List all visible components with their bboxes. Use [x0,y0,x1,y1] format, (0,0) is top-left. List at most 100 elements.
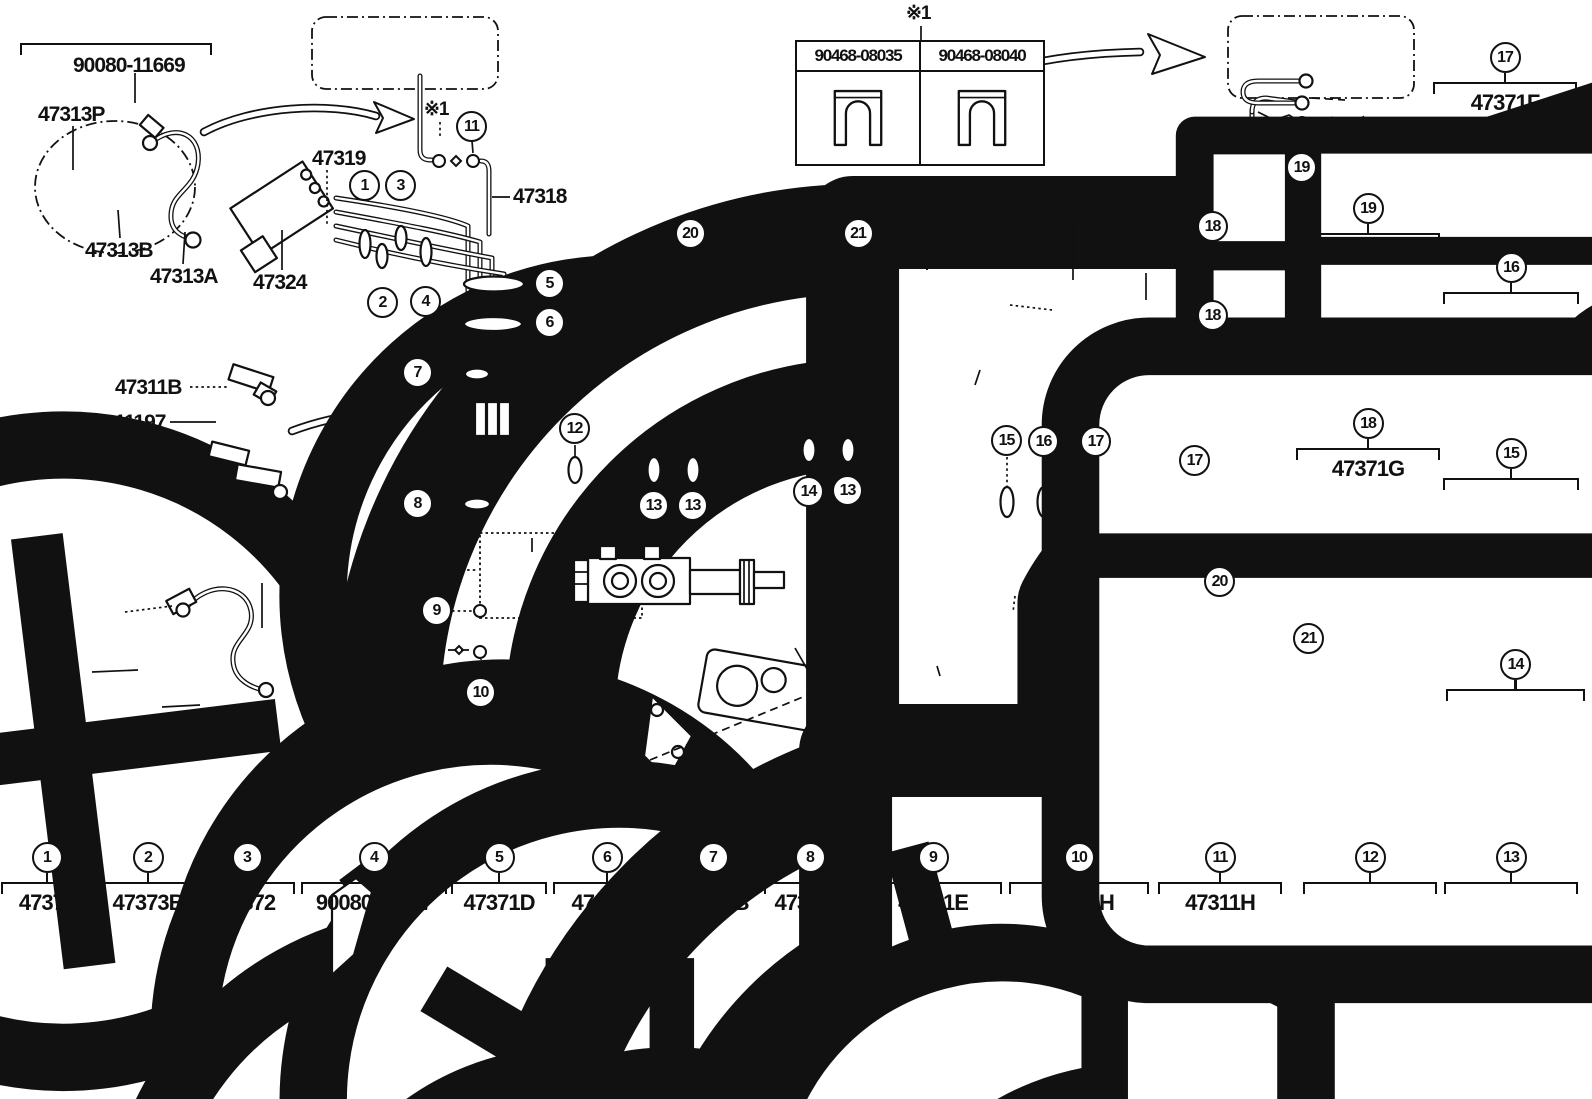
callout: 6 [591,842,623,873]
bracket [1446,689,1585,701]
bracket [1444,882,1578,894]
callout: 11 [1204,842,1236,873]
legend-item-1: 1 47375 [1,842,93,915]
callout-20: 20 [1204,566,1235,597]
panel-47371G-center: 20 47371G [620,218,760,291]
legend-item-7: 7 47374B [668,842,758,915]
part-number: 47371G [1331,456,1405,481]
part-number: 47371A [571,890,643,915]
legend-item-6: 6 47371A [553,842,661,915]
bracket [1303,882,1437,894]
callout: 7 [697,842,729,873]
bracket [668,882,758,894]
group-bracket-front-left [20,43,212,55]
part-number: 47372 [218,890,276,915]
callout-18-a: 18 [1197,211,1228,242]
part-number: 47371G [653,266,727,291]
callout-7: 7 [402,357,433,388]
callout-12: 12 [559,413,590,444]
bracket [788,258,928,270]
callout-tick [1218,873,1222,882]
bracket [1158,882,1282,894]
callout-14: 14 [793,476,824,507]
part-number: 47371E [898,890,969,915]
bracket [451,882,547,894]
callout: 9 [917,842,949,873]
callout-17-b: 17 [1179,445,1210,476]
callout-tick [146,873,150,882]
part-number: 90468-08040 [921,42,1043,72]
legend-item-10: 10 47311H [1009,842,1149,915]
callout-19-panel: 19 [1352,193,1384,224]
callout: 2 [132,842,164,873]
callout-tick [1509,469,1513,478]
part-number: 47375 [18,890,76,915]
bracket [1433,82,1577,94]
callout: 4 [358,842,390,873]
callout-tick [856,249,860,258]
callout-10: 10 [465,677,496,708]
part-number: 47311H [1185,890,1256,915]
label-47311B: 47311B [115,376,182,399]
callout: 12 [1354,842,1386,873]
callout-15-panel: 15 [1495,438,1527,469]
panel-refer-16: 16 [1443,252,1579,304]
legend-item-13: 13 [1444,842,1578,894]
part-number: 47373B [112,890,184,915]
callout-tick [1514,680,1517,689]
callout: 3 [231,842,263,873]
callout-17-a: 17 [1080,426,1111,457]
callout: 1 [31,842,63,873]
callout: 5 [483,842,515,873]
callout-18-b: 18 [1197,300,1228,331]
clip-glyph [921,72,1043,164]
panel-47371H-right: 19 47371H [1296,193,1440,266]
part-number: 47371H [822,266,894,291]
part-number: 47371D [463,890,535,915]
callout: 8 [794,842,826,873]
label-47318: 47318 [513,185,567,208]
label-47313B-front: 47313B [85,239,154,262]
label-47313P-front: 47313P [38,103,105,126]
bracket [1,882,93,894]
callout-tick [372,873,376,882]
callout-tick [931,873,935,882]
bracket [553,882,661,894]
callout-6: 6 [534,307,565,338]
bracket [1009,882,1149,894]
callout-11: 11 [456,111,487,142]
callout-8: 8 [402,488,433,519]
footnote-mark-table: ※1 [906,3,931,24]
callout-21: 21 [1293,623,1324,654]
callout-9: 9 [421,595,452,626]
bracket [764,882,856,894]
legend-item-3: 3 47372 [199,842,295,915]
callout-tick [1077,873,1081,882]
callout-tick [1368,873,1372,882]
callout-13-b: 13 [677,490,708,521]
bracket [301,882,447,894]
legend-item-5: 5 47371D [451,842,547,915]
bracket [864,882,1002,894]
callout-tick [688,249,692,258]
callout-tick [1366,224,1370,233]
tube-grommets [358,224,1206,536]
part-number: 47374B [677,890,749,915]
callout-tick [245,873,249,882]
callout-18-panel: 18 [1352,408,1384,439]
callout-tick [45,873,49,882]
part-number: 47371H [1332,241,1404,266]
panel-47371F: 17 47371F [1433,42,1577,115]
panel-47371H-center: 21 47371H [788,218,928,291]
part-number: 90468-08035 [797,42,919,72]
callout-17-panel: 17 [1489,42,1521,73]
callout-19: 19 [1286,152,1317,183]
legend-item-12: 12 [1303,842,1437,894]
callout-tick [1509,283,1513,292]
callout: 13 [1495,842,1527,873]
label-47319: 47319 [312,147,366,170]
callout-16: 16 [1028,426,1059,457]
bracket [1296,448,1440,460]
